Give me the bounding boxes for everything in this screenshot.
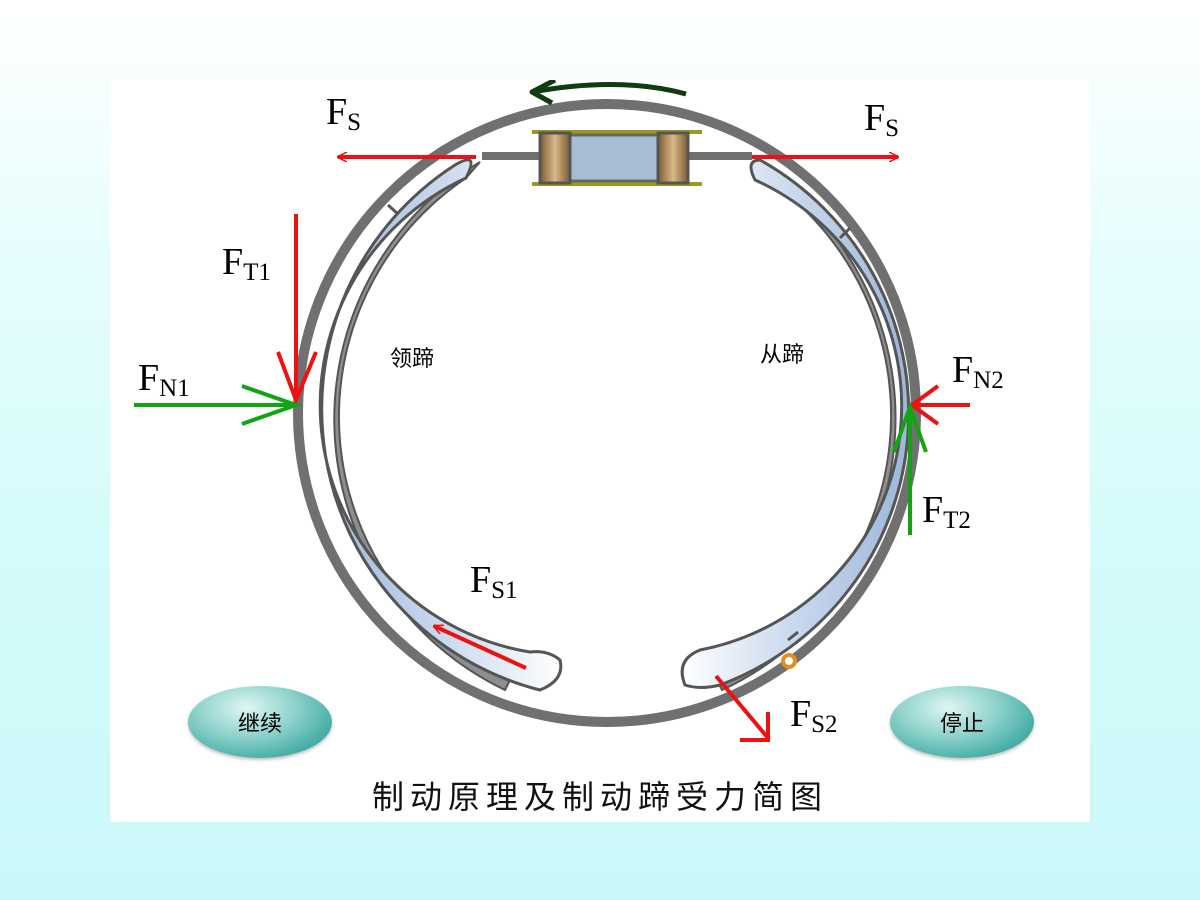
leading-shoe [318,158,563,692]
force-arrows [134,157,970,742]
fn1-label: FN1 [138,357,190,402]
pivot-pin [781,653,797,669]
rotation-direction-arrow [529,80,687,106]
diagram-caption: 制动原理及制动蹄受力简图 [371,778,828,816]
brake-diagram: FS FS FT1 FN1 FN2 FT2 FS1 FS2 领蹄 从蹄 [134,80,1004,742]
fs-right-label: FS [864,97,899,142]
wheel-cylinder [482,130,752,186]
continue-button[interactable]: 继续 [188,686,332,758]
fs1-arrow [434,624,527,670]
fs2-label: FS2 [790,693,838,738]
trailing-shoe-label: 从蹄 [760,343,804,368]
fs-left-label: FS [326,91,361,136]
ft2-label: FT2 [922,489,971,534]
stop-button[interactable]: 停止 [890,686,1034,758]
trailing-shoe [680,158,911,692]
fs2-arrow [714,674,770,740]
brake-drum [293,99,921,727]
leading-shoe-label: 领蹄 [390,347,434,372]
fs1-label: FS1 [470,559,518,604]
ft1-label: FT1 [222,241,271,286]
fn2-label: FN2 [952,349,1004,394]
